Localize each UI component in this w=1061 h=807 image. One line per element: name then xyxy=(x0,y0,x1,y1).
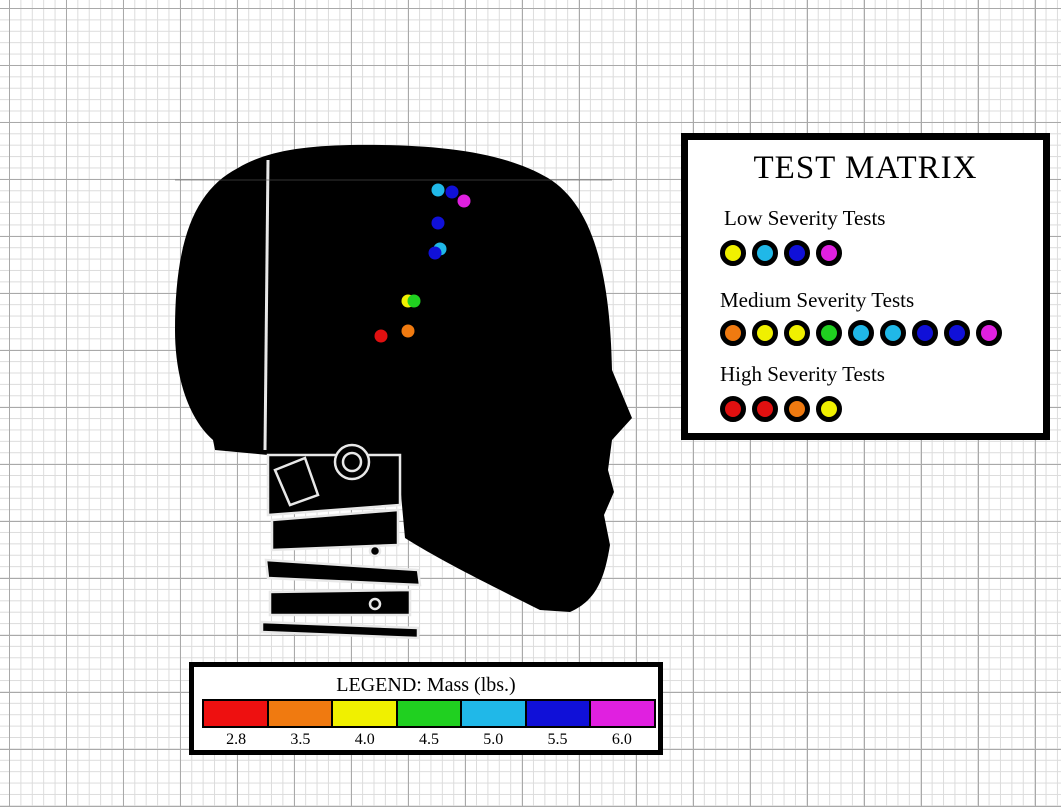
impact-dot xyxy=(408,295,421,308)
high-severity-dots xyxy=(720,396,842,422)
impact-dot xyxy=(458,195,471,208)
legend-tick-label: 6.0 xyxy=(590,731,654,749)
legend-swatch xyxy=(527,701,592,726)
high-severity-label: High Severity Tests xyxy=(720,362,885,387)
legend-tick-label: 3.5 xyxy=(268,731,332,749)
severity-dot xyxy=(816,320,842,346)
severity-dot xyxy=(976,320,1002,346)
impact-dot xyxy=(375,330,388,343)
severity-dot xyxy=(752,396,778,422)
legend-swatch xyxy=(591,701,654,726)
severity-dot xyxy=(752,320,778,346)
legend-tick-label: 4.5 xyxy=(397,731,461,749)
severity-dot xyxy=(784,396,810,422)
severity-dot xyxy=(880,320,906,346)
medium-severity-dots xyxy=(720,320,1002,346)
severity-dot xyxy=(720,396,746,422)
impact-dot xyxy=(402,325,415,338)
severity-dot xyxy=(816,396,842,422)
legend-swatch xyxy=(398,701,463,726)
medium-severity-label: Medium Severity Tests xyxy=(720,288,914,313)
legend-swatch xyxy=(204,701,269,726)
impact-dot xyxy=(432,217,445,230)
head-silhouette xyxy=(175,145,632,612)
legend-swatch xyxy=(269,701,334,726)
legend-tick-label: 5.5 xyxy=(525,731,589,749)
severity-dot xyxy=(720,320,746,346)
impact-dot xyxy=(446,186,459,199)
low-severity-label: Low Severity Tests xyxy=(724,206,885,231)
impact-dot xyxy=(429,247,442,260)
color-scale xyxy=(202,699,656,728)
legend-tick-label: 2.8 xyxy=(204,731,268,749)
severity-dot xyxy=(784,240,810,266)
low-severity-dots xyxy=(720,240,842,266)
neck-assembly xyxy=(262,445,420,638)
test-matrix-panel: TEST MATRIX Low Severity Tests Medium Se… xyxy=(681,133,1050,440)
severity-dot xyxy=(912,320,938,346)
severity-dot xyxy=(752,240,778,266)
severity-dot xyxy=(848,320,874,346)
test-matrix-title: TEST MATRIX xyxy=(688,150,1043,187)
legend-tick-label: 5.0 xyxy=(461,731,525,749)
legend-title: LEGEND: Mass (lbs.) xyxy=(194,674,658,697)
severity-dot xyxy=(720,240,746,266)
legend-swatch xyxy=(333,701,398,726)
severity-dot xyxy=(944,320,970,346)
impact-dot xyxy=(432,184,445,197)
legend-tick-label: 4.0 xyxy=(333,731,397,749)
severity-dot xyxy=(784,320,810,346)
legend-swatch xyxy=(462,701,527,726)
severity-dot xyxy=(816,240,842,266)
